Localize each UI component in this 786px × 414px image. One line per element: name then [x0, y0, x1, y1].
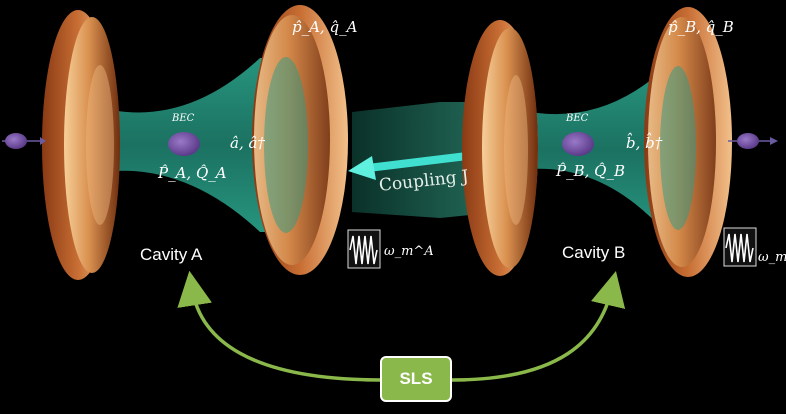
cavity-b-field-operator: b̂, b̂† — [626, 134, 663, 152]
cavity-b-bec-label: BEC — [566, 113, 589, 124]
sls-controller-box: SLS — [380, 356, 452, 402]
sls-feedback-arrow-b — [451, 270, 626, 382]
cavity-a-bec-label: BEC — [172, 113, 195, 124]
input-particle — [2, 133, 46, 149]
sls-label: SLS — [399, 369, 433, 388]
cavity-b-name: Cavity B — [562, 243, 626, 262]
cavity-a-mirror-operator: p̂_A, q̂_A — [292, 18, 358, 36]
output-particle — [728, 133, 778, 149]
cavity-b-mirror-operator: p̂_B, q̂_B — [668, 18, 734, 36]
cavity-a-mech-frequency: ω_m^A — [384, 244, 434, 259]
cavity-a-field-operator: â, â† — [230, 134, 265, 152]
cavity-b-bec-atom — [562, 132, 594, 156]
cavity-b-group — [462, 7, 732, 277]
cavity-b-mech-frequency: ω_m^B — [758, 250, 786, 265]
cavity-a-bec-atom — [168, 132, 200, 156]
cavity-b-left-mirror — [462, 20, 538, 276]
cavity-a-group — [42, 5, 348, 280]
sls-feedback-arrow — [177, 270, 383, 382]
coupling-arrow-left-head — [348, 156, 376, 180]
cavity-a-bec-operator: P̂_A, Q̂_A — [158, 164, 227, 182]
cavity-b-right-mirror — [644, 7, 732, 277]
oscillation-icon-a — [347, 229, 381, 269]
cavity-a-name: Cavity A — [140, 245, 203, 264]
cavity-b-bec-operator: P̂_B, Q̂_B — [556, 162, 625, 180]
cavity-a-right-mirror — [252, 5, 348, 275]
cavity-a-left-mirror — [42, 10, 120, 280]
oscillation-icon-b — [723, 227, 757, 267]
